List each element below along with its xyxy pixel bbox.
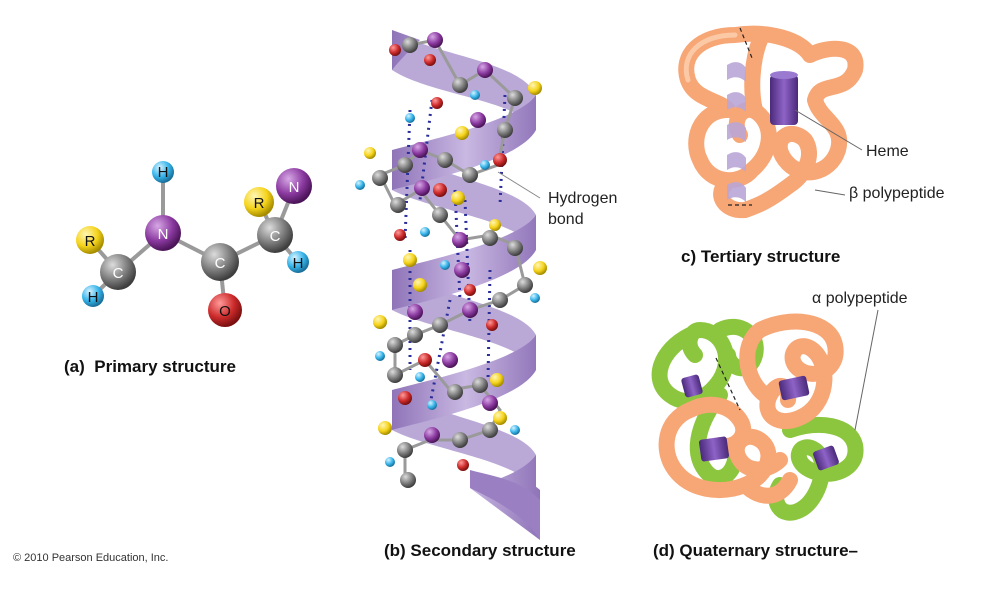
beta-leader-line [814, 189, 846, 196]
hydrogen-atom [82, 285, 104, 307]
hydrogen-bond-leader-line [497, 171, 541, 199]
atom-label-h-left: H [88, 289, 99, 306]
heme-group [813, 445, 839, 471]
heme-group [778, 375, 810, 401]
tertiary-helix [727, 62, 746, 203]
r-group-atom [244, 187, 274, 217]
beta-chains [658, 313, 844, 504]
nitrogen-atom [276, 168, 312, 204]
carbon-atom [201, 243, 239, 281]
hydrogen-atom [287, 251, 309, 273]
beta-chain-tube [678, 25, 864, 219]
primary-structure-molecule: H R C H N C O R C H N [76, 161, 312, 327]
r-group-atom [76, 226, 104, 254]
secondary-caption: (b) Secondary structure [384, 541, 576, 560]
heme-group [698, 436, 730, 462]
atom-label-n-right: N [289, 179, 300, 196]
heme-group [681, 374, 703, 398]
cut-line [739, 27, 753, 59]
hydrogen-atom [152, 161, 174, 183]
helix-ribbon-back [392, 30, 536, 490]
atom-label-h-top: H [158, 164, 169, 181]
carbon-atom [100, 254, 136, 290]
copyright-notice: © 2010 Pearson Education, Inc. [13, 552, 169, 564]
primary-caption: (a) Primary structure [64, 357, 236, 377]
tertiary-caption: c) Tertiary structure [681, 247, 841, 266]
atom-label-c-center: C [215, 255, 226, 272]
primary-caption-text: Primary structure [94, 357, 236, 376]
alpha-helix [355, 30, 547, 540]
helix-ribbon-front [392, 30, 540, 540]
heme-group-top [770, 71, 798, 79]
beta-chain-highlight [683, 32, 738, 83]
quaternary-caption: (d) Quaternary structure– [653, 541, 858, 560]
oxygen-atom [208, 293, 242, 327]
helix-atoms [355, 32, 547, 488]
nitrogen-atom [145, 215, 181, 251]
atom-label-n-center: N [158, 226, 169, 243]
atom-label-c-left: C [113, 265, 124, 282]
helix-ribbon-tail [470, 470, 540, 540]
heme-group [770, 75, 798, 125]
carbon-atom [257, 217, 293, 253]
hydrogen-bond-label-line2: bond [548, 211, 584, 228]
heme-leader-line [794, 109, 863, 151]
beta-polypeptide-label: β polypeptide [849, 185, 945, 202]
atom-label-o: O [219, 303, 231, 320]
hydrogen-bond-label: Hydrogen bond [548, 188, 617, 230]
alpha-leader-line [854, 309, 879, 431]
atom-label-r-right: R [254, 195, 265, 212]
atom-label-c-right: C [270, 228, 281, 245]
alpha-polypeptide-label: α polypeptide [812, 290, 908, 307]
tertiary-protein [678, 25, 864, 219]
cut-line [715, 357, 741, 411]
quaternary-protein [651, 309, 879, 521]
atom-label-h-right: H [293, 255, 304, 272]
primary-caption-prefix: (a) [64, 357, 85, 376]
atom-label-r-left: R [85, 233, 96, 250]
heme-label: Heme [866, 143, 909, 160]
hydrogen-bond-label-line1: Hydrogen [548, 190, 618, 207]
